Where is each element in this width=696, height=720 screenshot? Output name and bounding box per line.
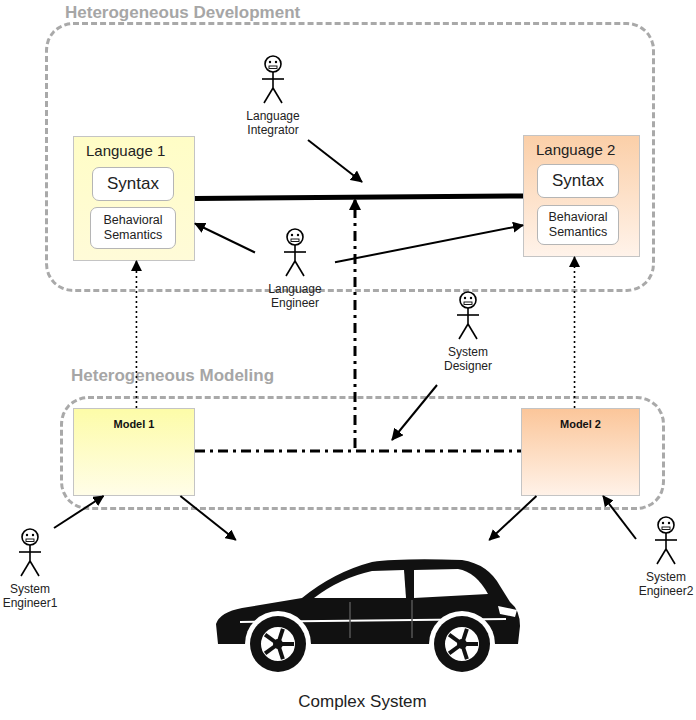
group-region: Heterogeneous DevelopmentLanguage Integr… [45, 22, 655, 292]
stick-figure [453, 291, 483, 341]
aspect-box: Behavioral Semantics [90, 207, 176, 249]
actor-figure: System Designer [428, 291, 508, 383]
stick-figure [258, 55, 288, 105]
engineer-arrow [603, 496, 636, 539]
aspect-box: Behavioral Semantics [537, 205, 619, 245]
designer-arrow [392, 385, 437, 440]
actor-name: System Engineer1 [0, 582, 60, 610]
aspect-name: Behavioral Semantics [91, 213, 175, 243]
stick-figure [280, 228, 310, 278]
integration-link [354, 199, 357, 448]
model-name: Model 2 [522, 418, 639, 430]
system-caption: Complex System [200, 692, 525, 712]
realization-arrow [180, 496, 235, 540]
aspect-box: Syntax [537, 164, 619, 198]
language-title: Language 1 [86, 142, 165, 159]
integrator-arrow [308, 140, 362, 182]
region-title: Heterogeneous Modeling [71, 366, 274, 386]
aspect-name: Behavioral Semantics [538, 210, 618, 240]
actor-figure: Language Engineer [255, 228, 335, 326]
aspect-name: Syntax [552, 171, 604, 191]
actor-figure: System Engineer2 [636, 516, 696, 608]
aspect-name: Syntax [107, 174, 159, 194]
group-region: Heterogeneous ModelingModel 1Model 2 [60, 396, 665, 510]
aspect-box: Syntax [92, 167, 174, 201]
actor-name: Language Engineer [255, 282, 335, 310]
stick-figure [15, 528, 45, 578]
actor-name: System Designer [428, 345, 508, 373]
region-title: Heterogeneous Development [65, 3, 300, 23]
coordination-line [195, 450, 521, 453]
model-box: Model 1 [73, 408, 195, 496]
language-box: Language 2 SyntaxBehavioral Semantics [523, 135, 640, 257]
actor-name: System Engineer2 [636, 570, 696, 598]
realization-arrow [489, 496, 536, 540]
actor-name: Language Integrator [228, 109, 318, 137]
model-box: Model 2 [521, 408, 640, 496]
system-node: Complex System [200, 540, 525, 718]
actor-figure: Language Integrator [228, 55, 318, 153]
stick-figure [651, 516, 681, 566]
engineer-arrow [335, 225, 523, 262]
model-name: Model 1 [74, 418, 194, 430]
engineer-arrow [54, 496, 104, 528]
car-illustration [200, 540, 525, 680]
language-box: Language 1 SyntaxBehavioral Semantics [73, 136, 195, 261]
engineer-arrow [195, 224, 255, 253]
language-title: Language 2 [536, 141, 615, 158]
conformance-link [136, 261, 138, 408]
conformance-link [574, 257, 576, 408]
actor-figure: System Engineer1 [0, 528, 60, 620]
integration-line [195, 196, 523, 199]
